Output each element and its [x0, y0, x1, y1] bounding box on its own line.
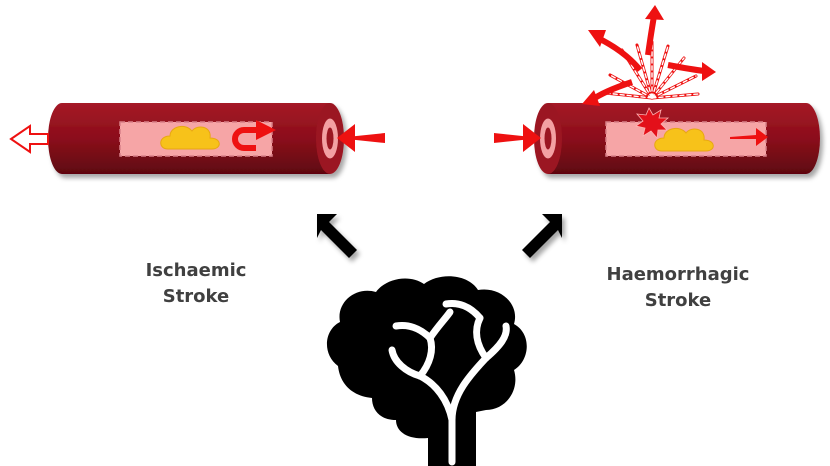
ischaemic-vessel	[11, 103, 385, 174]
reduced-outflow-arrow	[11, 126, 48, 152]
haemorrhagic-label-line1: Haemorrhagic	[568, 262, 788, 288]
haemorrhagic-label-line2: Stroke	[568, 288, 788, 314]
brain-icon	[327, 276, 527, 466]
ischaemic-stroke-label: Ischaemic Stroke	[86, 258, 306, 310]
haemorrhagic-pointer-arrow	[522, 214, 562, 258]
ischaemic-label-line2: Stroke	[86, 284, 306, 310]
ischaemic-pointer-arrow	[317, 214, 357, 258]
haemorrhagic-stroke-label: Haemorrhagic Stroke	[568, 262, 788, 314]
ischaemic-label-line1: Ischaemic	[86, 258, 306, 284]
haemorrhagic-vessel	[494, 5, 820, 174]
